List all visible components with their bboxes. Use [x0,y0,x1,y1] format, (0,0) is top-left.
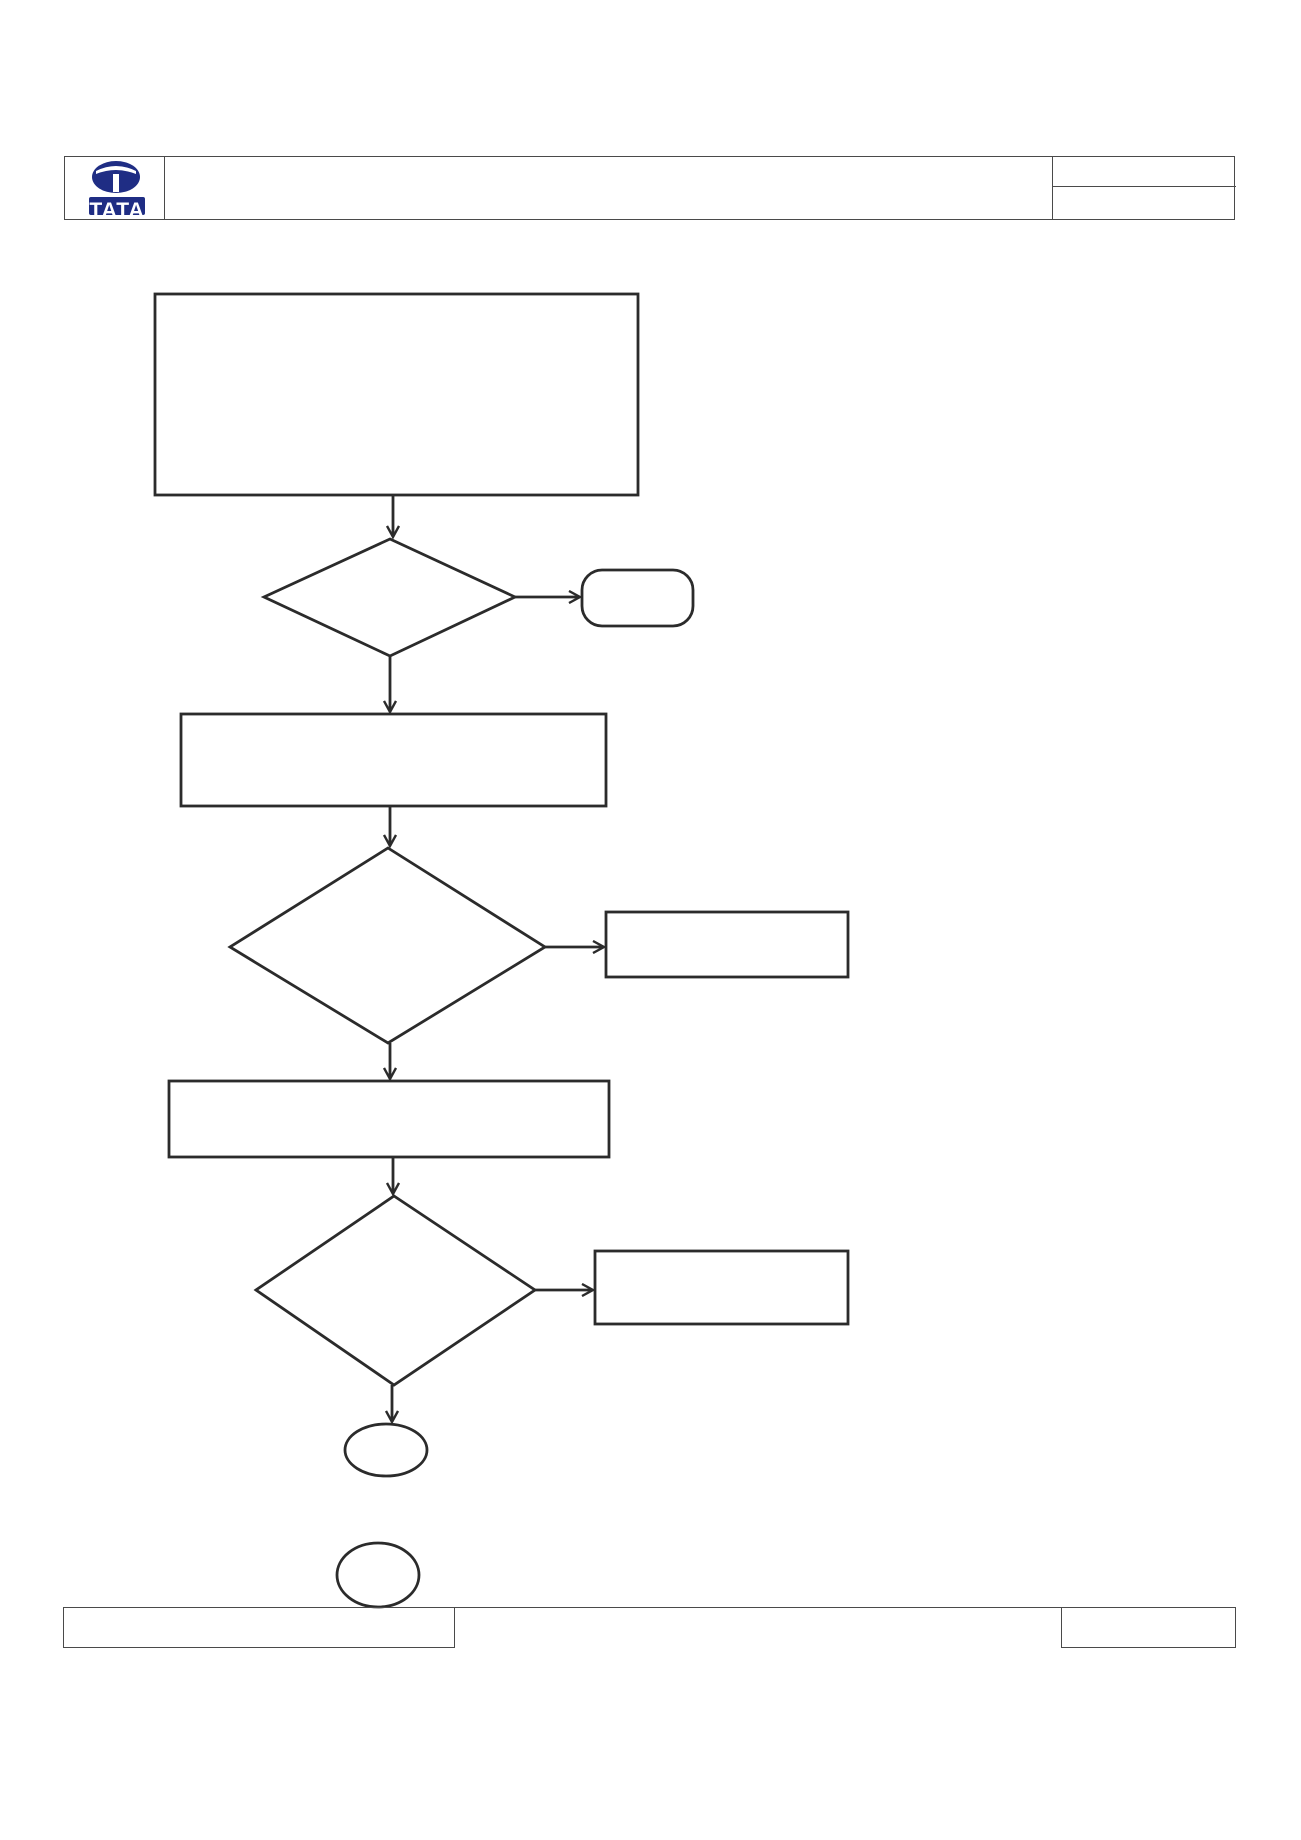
header-frame: TATA [64,156,1236,222]
process-2-box [179,712,608,808]
connector-end-ellipse [343,1422,429,1478]
header-title-cell [165,157,1053,219]
header-ref-top-cell [1053,157,1236,187]
footer-left-cell [63,1607,455,1648]
process-3-box [167,1079,611,1159]
header-logo-cell: TATA [65,157,165,222]
page-connector-ellipse [335,1541,421,1609]
decision-1-diamond [260,537,519,658]
start-process-box [153,292,640,497]
outcome-3-box [593,1249,850,1326]
logo-text: TATA [89,199,145,222]
footer-right-cell [1061,1607,1236,1648]
tata-logo-icon [89,161,145,215]
decision-3-diamond [253,1194,538,1387]
decision-2-diamond [227,846,548,1045]
terminal-1-box [580,568,695,628]
footer-center-line [454,1607,1063,1608]
outcome-2-box [604,910,850,979]
